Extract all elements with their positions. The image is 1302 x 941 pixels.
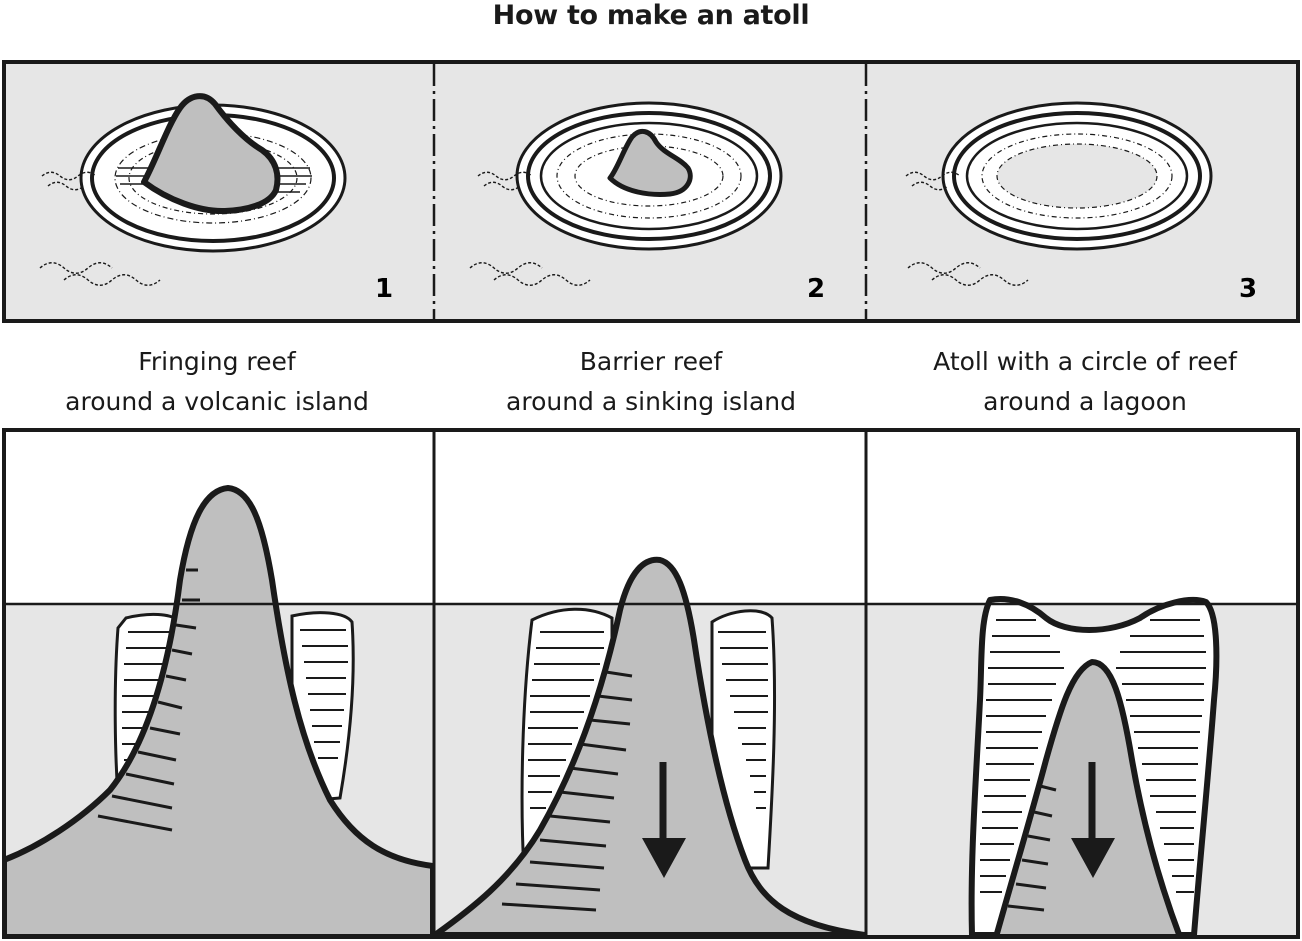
step-number-1: 1: [375, 274, 393, 304]
volcanic-island-section: [4, 485, 433, 937]
reef-texture-inner: [128, 141, 298, 215]
top-row-panels: 1 2: [2, 60, 1300, 323]
diagram-title: How to make an atoll: [492, 0, 810, 31]
caption-line: around a volcanic island: [65, 387, 369, 416]
caption-panel-3: Atoll with a circle of reef around a lag…: [868, 342, 1302, 422]
reef-edge-inner: [965, 121, 1189, 231]
reef-base-hatching: [1007, 784, 1057, 912]
reef-texture: [981, 133, 1173, 219]
reef-texture: [114, 132, 312, 224]
step-number-3: 3: [1239, 274, 1257, 304]
caption-line: Fringing reef: [138, 347, 296, 376]
lagoon: [996, 143, 1158, 209]
caption-line: around a sinking island: [506, 387, 796, 416]
caption-panel-2: Barrier reef around a sinking island: [434, 342, 868, 422]
bottom-row-panels: [2, 428, 1300, 939]
step-number-2: 2: [807, 274, 825, 304]
submerged-island-section: [993, 659, 1183, 937]
reef-base-hatching: [501, 670, 633, 912]
cross-section-3: [968, 596, 1220, 937]
wave-marks: [469, 171, 591, 286]
reef-edge: [526, 111, 772, 241]
sinking-arrow-icon: [642, 762, 686, 878]
caption-panel-1: Fringing reef around a volcanic island: [0, 342, 434, 422]
plan-view-2: 2: [469, 101, 825, 304]
wave-marks: [39, 171, 161, 286]
volcanic-island-top: [141, 93, 281, 215]
reef-hatching: [528, 631, 768, 809]
wave-marks: [905, 171, 1029, 286]
cross-section-1: [4, 485, 433, 937]
plan-view-1: 1: [39, 93, 393, 304]
reef-edge-inner: [539, 121, 759, 231]
sinking-island-top: [607, 128, 693, 197]
caption-line: Atoll with a circle of reef: [933, 347, 1237, 376]
reef-edge: [952, 111, 1202, 241]
bottom-row-frame: [2, 428, 1300, 939]
sinking-arrow-icon: [1071, 762, 1115, 878]
reef-hatching: [980, 619, 1206, 893]
caption-line: around a lagoon: [983, 387, 1187, 416]
caption-line: Barrier reef: [579, 347, 723, 376]
cross-section-2: [435, 556, 865, 937]
reef-base-hatching: [97, 568, 200, 832]
plan-view-3: 3: [905, 101, 1257, 304]
